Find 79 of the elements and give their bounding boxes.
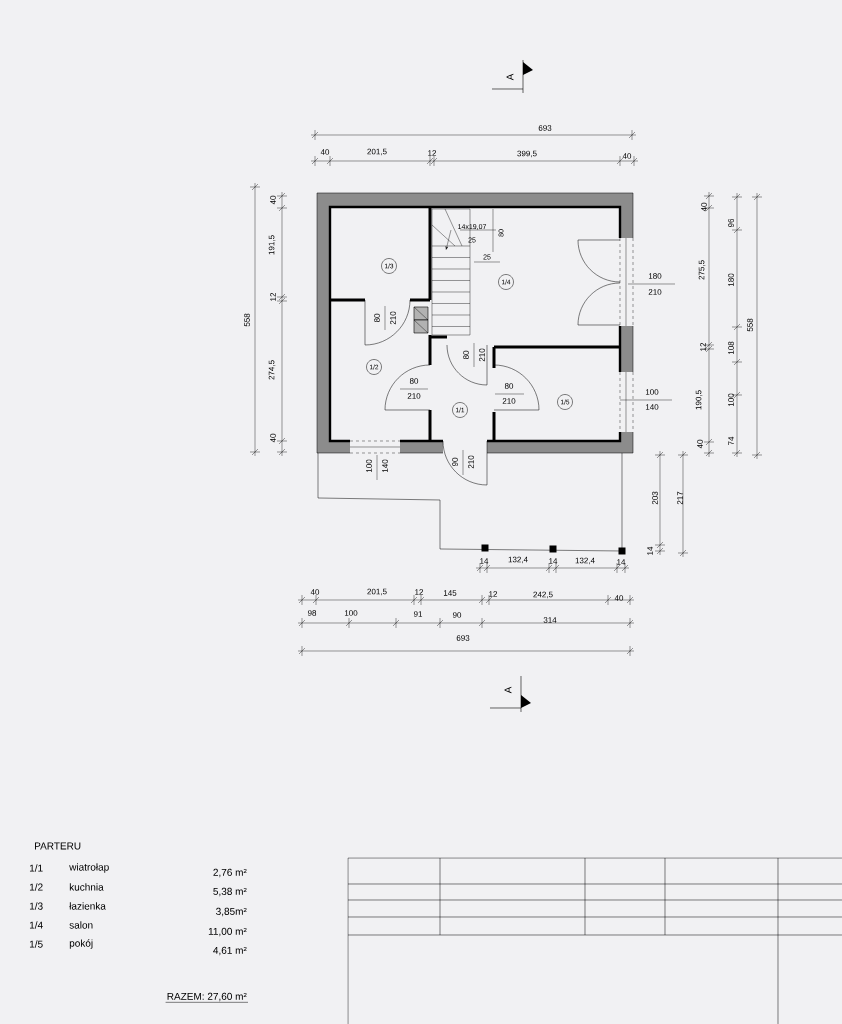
room-name-text: salon	[69, 921, 93, 929]
room-number-text: 1/1	[29, 864, 43, 872]
dimension-text: 108	[728, 341, 734, 355]
room-number-text: 1/2	[29, 883, 43, 891]
room-number-text: 1/3	[29, 902, 43, 910]
section-letter: A	[504, 686, 512, 694]
dimension-text: 201,5	[367, 148, 387, 156]
dimension-text: 14	[617, 559, 626, 565]
dimension-text: 314	[543, 617, 557, 623]
room-number-text: 1/5	[29, 940, 43, 948]
dimension-text: 274,5	[268, 360, 276, 380]
dimension-text: 132,4	[575, 557, 595, 565]
dimension-text: 96	[728, 218, 734, 228]
dimension-text: 190,5	[695, 390, 703, 410]
dimension-text: 40	[614, 595, 624, 601]
door-size-text: 80	[504, 383, 514, 389]
dimension-text: 242,5	[533, 591, 553, 599]
dimension-text: 558	[244, 313, 250, 327]
dimension-text: 558	[747, 318, 753, 332]
dimension-text: 90	[452, 612, 462, 618]
area-text: 5,38 m²	[213, 887, 247, 897]
dimension-text: 14	[480, 558, 489, 564]
dimension-text: 40	[622, 153, 632, 159]
legend-heading: PARTERU	[35, 842, 81, 850]
dimension-text: 203	[652, 491, 658, 505]
dimension-text: 14	[647, 546, 653, 555]
door-size-text: 80	[463, 350, 469, 360]
dimension-text: 91	[413, 611, 423, 617]
dimension-text: 180	[728, 273, 734, 287]
door-size-text: 180	[648, 273, 662, 279]
room-name-text: kuchnia	[69, 883, 104, 891]
window-size-text: 140	[645, 404, 659, 410]
area-text: 4,61 m²	[213, 946, 247, 956]
dimension-text: 40	[697, 439, 703, 449]
area-text: 2,76 m²	[213, 868, 247, 878]
dimension-text: 275,5	[698, 260, 706, 280]
dimension-text: 100	[344, 610, 358, 616]
dimension-text: 12	[489, 591, 498, 597]
window-size-text: 140	[382, 459, 388, 473]
door-size-text: 90	[452, 457, 458, 467]
dimension-text: 399,5	[517, 150, 537, 158]
door-size-text: 210	[390, 311, 396, 325]
area-text: 11,00 m²	[208, 927, 247, 937]
dimension-text: 40	[320, 149, 330, 155]
section-letter: A	[506, 73, 514, 81]
dimension-text: 40	[310, 589, 320, 595]
dimension-text: 132,4	[508, 556, 528, 564]
area-text: 3,85m²	[216, 907, 247, 917]
door-size-text: 210	[479, 348, 485, 362]
room-name-text: pokój	[69, 939, 93, 949]
dimension-text: 14	[549, 558, 558, 564]
dimension-text: 12	[415, 589, 424, 595]
door-size-text: 210	[407, 393, 421, 399]
door-size-text: 210	[648, 289, 662, 295]
dimension-text: 12	[428, 150, 437, 156]
room-name-text: wiatrołap	[69, 863, 109, 873]
total-area-text: RAZEM: 27,60 m²	[165, 992, 249, 1003]
dimension-text: 74	[728, 436, 734, 446]
dimension-text: 12	[700, 342, 706, 351]
dimension-text: 40	[270, 433, 276, 443]
dimension-text: 40	[701, 202, 707, 212]
dimension-text: 40	[270, 195, 276, 205]
door-size-text: 80	[409, 378, 419, 384]
dimension-text: 693	[456, 635, 470, 641]
door-size-text: 210	[502, 398, 516, 404]
dimension-text: 100	[728, 393, 734, 407]
dimension-text: 191,5	[268, 235, 276, 255]
window-size-text: 100	[645, 389, 659, 395]
dimension-text: 693	[538, 125, 552, 131]
room-name-text: łazienka	[69, 902, 106, 910]
dimension-text: 217	[677, 491, 683, 505]
dimension-text: 201,5	[367, 588, 387, 596]
dimension-text: 98	[307, 610, 317, 616]
door-size-text: 80	[374, 313, 380, 323]
door-size-text: 210	[468, 455, 474, 469]
window-size-text: 100	[366, 459, 372, 473]
dimension-text: 145	[443, 590, 457, 596]
dimension-text: 12	[270, 292, 276, 301]
room-number-text: 1/4	[29, 921, 43, 929]
